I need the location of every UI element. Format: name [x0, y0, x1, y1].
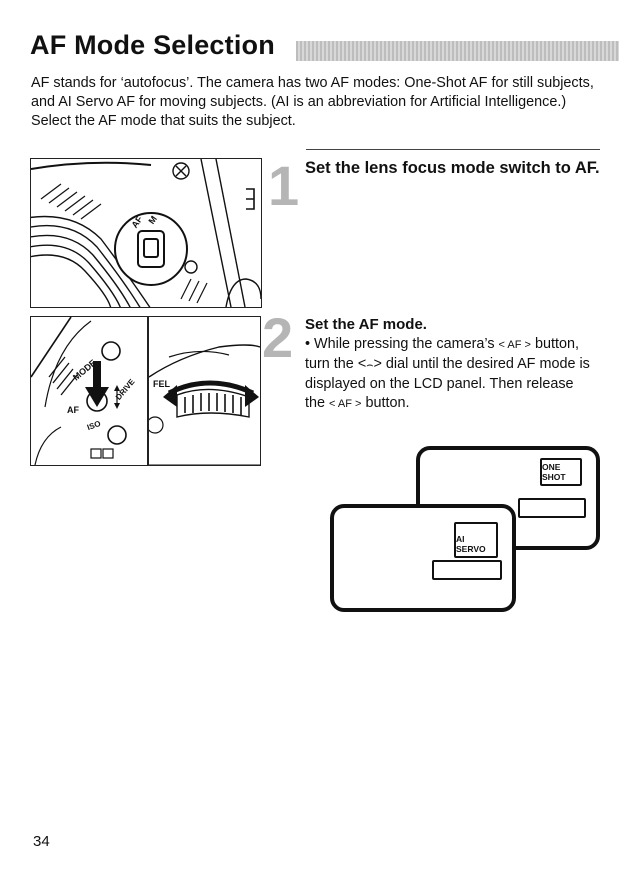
- buttons-drawing: [31, 317, 127, 465]
- lens-drawing: [31, 159, 261, 307]
- step-2-text-part3: dial until the desired AF mode is displa…: [305, 356, 590, 411]
- af-button-illustration: MODE AF DRIVE ISO: [30, 316, 148, 466]
- step-1-heading: Set the lens focus mode switch to AF.: [305, 159, 600, 177]
- bullet-marker: •: [305, 336, 311, 352]
- page-number: 34: [33, 833, 50, 850]
- lcd-panel-ai-servo: AI SERVO: [330, 504, 516, 612]
- lcd-one-shot-indicator: ONE SHOT: [540, 458, 582, 486]
- af-button-label: AF: [67, 405, 79, 415]
- dial-symbol-close: >: [373, 356, 382, 372]
- dial-drawing: [149, 344, 260, 465]
- lens-switch-illustration: AF M: [30, 158, 262, 308]
- step-2-body: • While pressing the camera’s < AF > but…: [305, 335, 595, 414]
- section-divider: [306, 149, 600, 150]
- step-2-heading: Set the AF mode.: [305, 316, 427, 333]
- af-button-symbol-2: < AF >: [329, 398, 362, 410]
- fel-button-label: FEL: [153, 379, 170, 389]
- step-2-number: 2: [262, 306, 294, 369]
- step-2-text-part1: While pressing the camera’s: [314, 336, 495, 352]
- step-2-text-part2: button, turn the: [305, 336, 579, 372]
- af-button-symbol: < AF >: [498, 339, 531, 351]
- main-dial-illustration: FEL: [148, 316, 261, 466]
- step-1-number: 1: [268, 154, 300, 217]
- dial-symbol-open: <: [357, 356, 367, 372]
- lcd-ai-servo-indicator: AI SERVO: [454, 522, 498, 558]
- page-title: AF Mode Selection: [30, 30, 275, 60]
- lcd-ai-servo-segment: [432, 560, 502, 580]
- lcd-one-shot-segment: [518, 498, 586, 518]
- main-dial-icon: ⌢: [366, 359, 374, 371]
- intro-paragraph: AF stands for ‘autofocus’. The camera ha…: [31, 75, 594, 129]
- title-decorative-bar: [296, 41, 619, 61]
- step-2-text-part4: button.: [365, 395, 410, 411]
